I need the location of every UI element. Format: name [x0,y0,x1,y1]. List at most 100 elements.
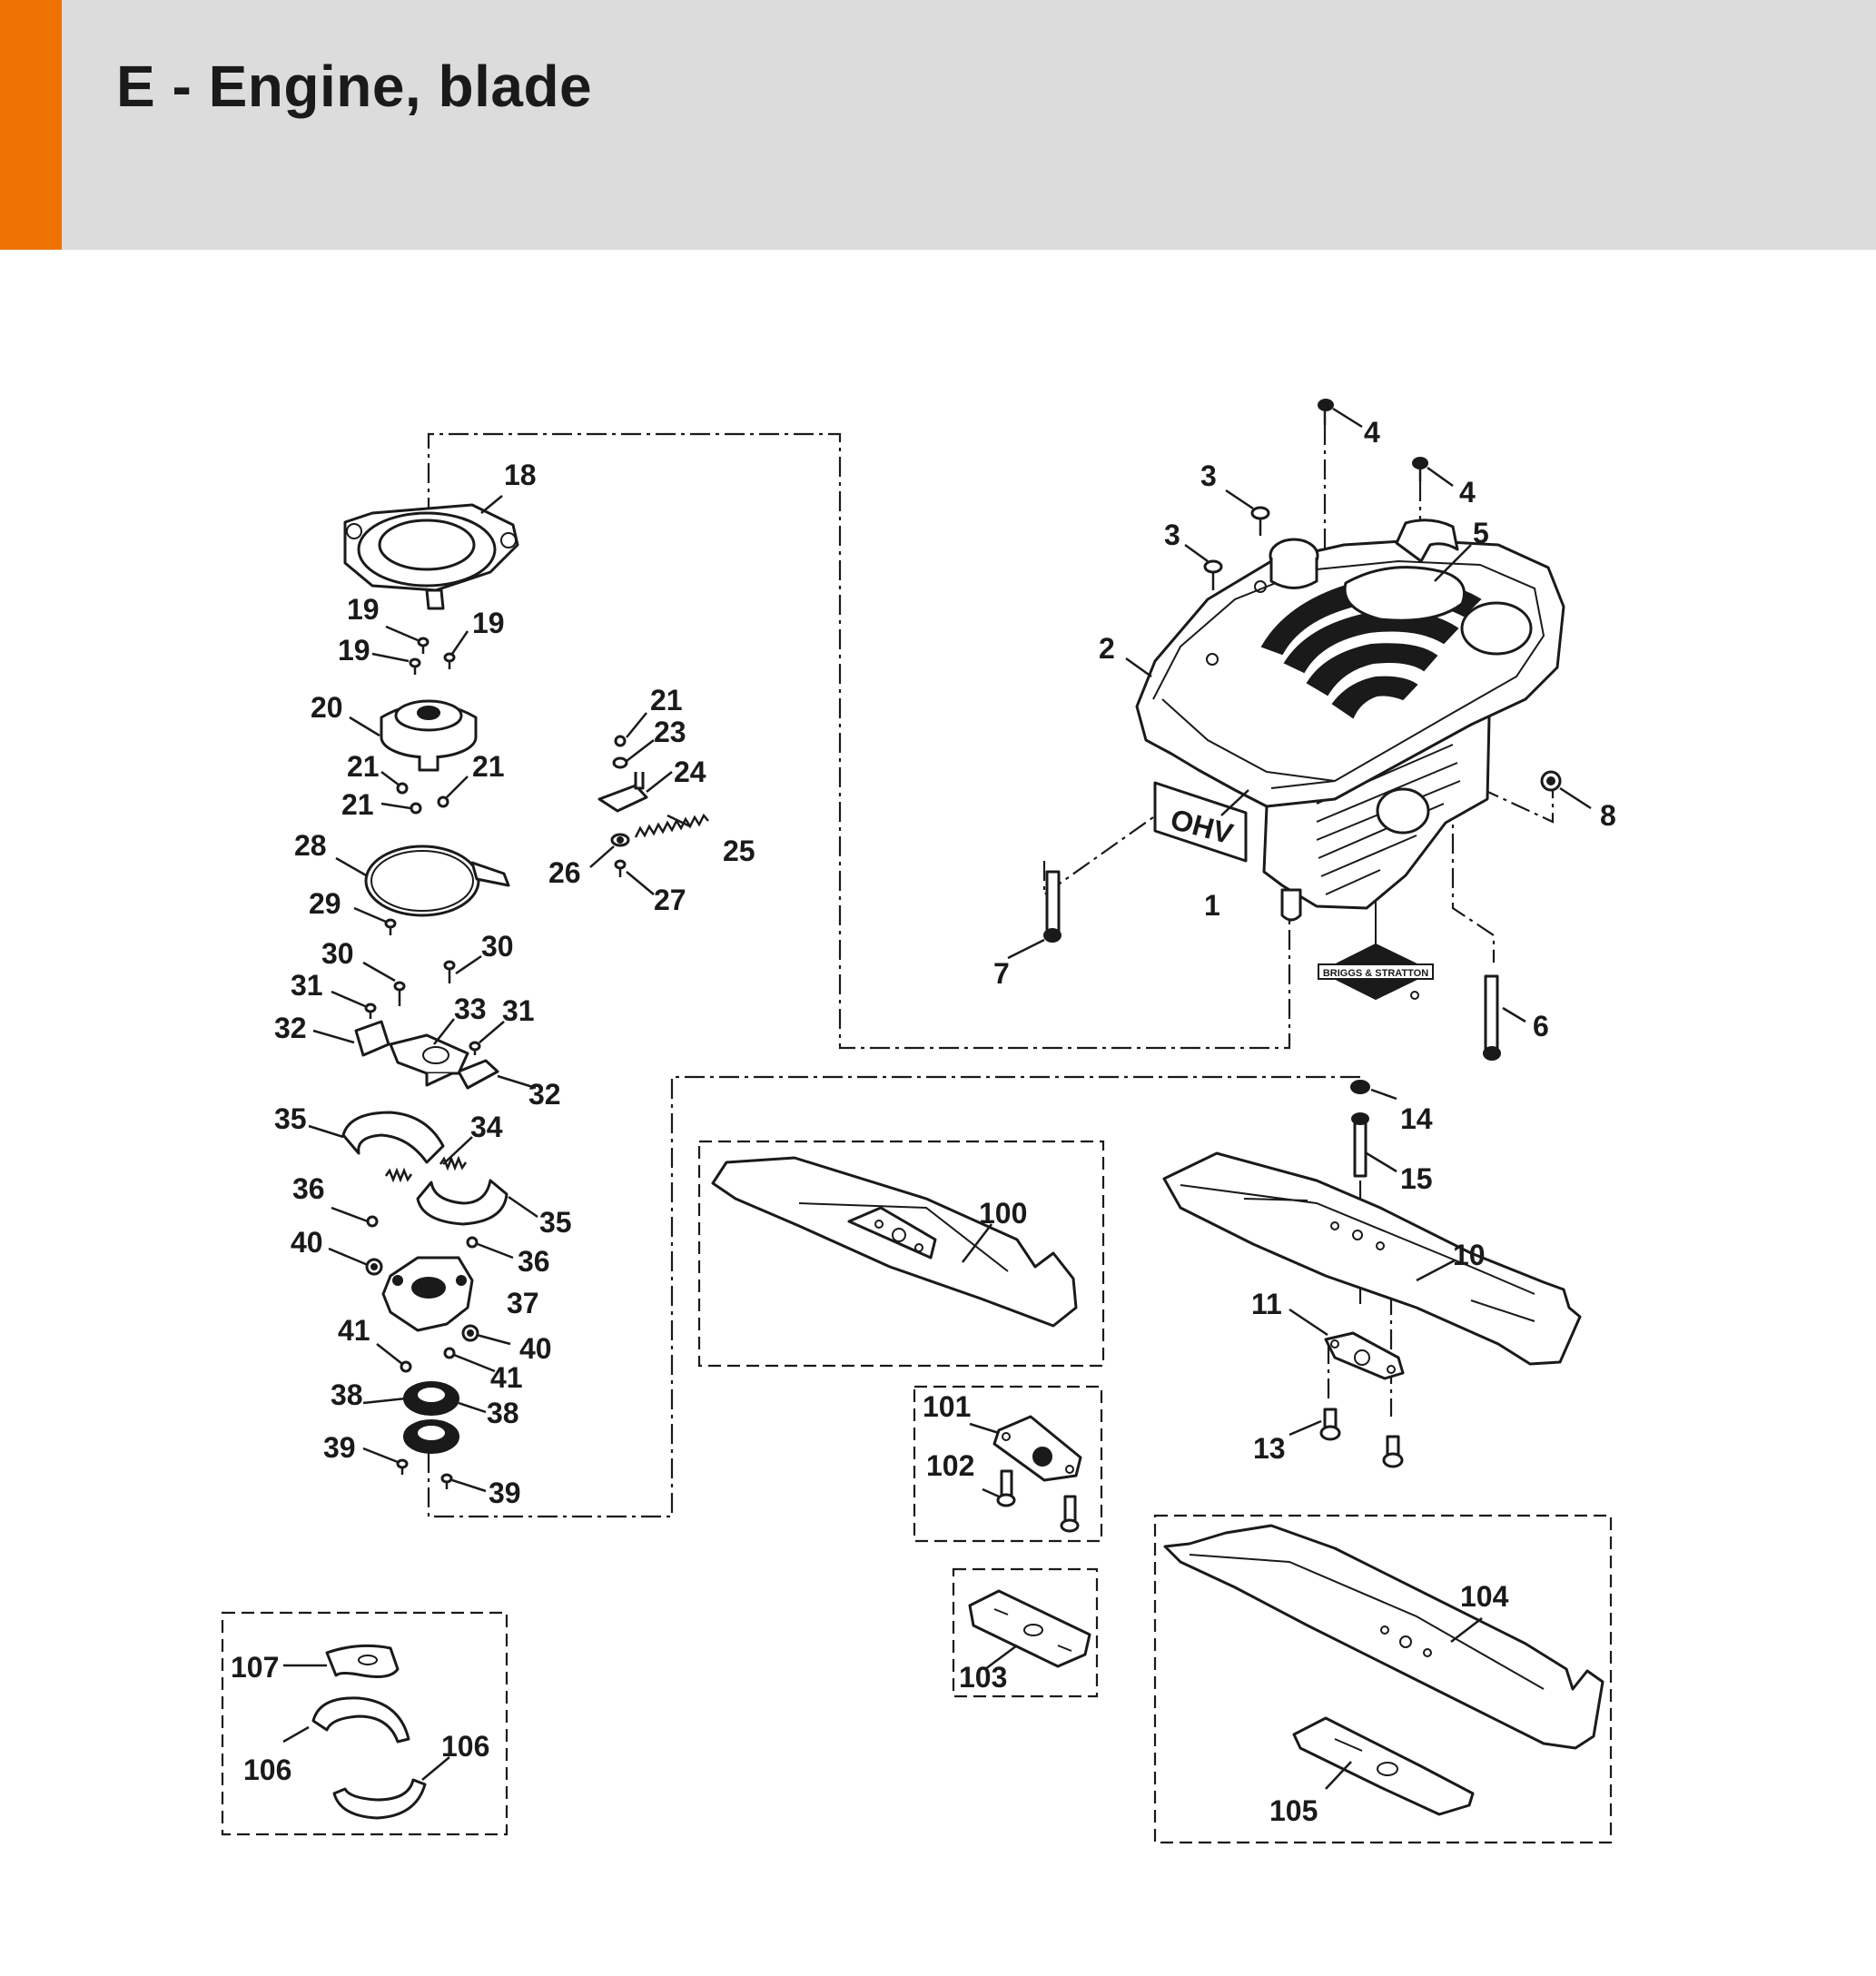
callout-41-a: 41 [338,1314,370,1347]
callout-31-b: 31 [502,994,535,1027]
header-accent-stripe [0,0,62,250]
spring-25 [634,813,709,838]
callout-21-a: 21 [347,750,380,783]
oil-filler-neck [1269,558,1318,589]
callout-3-b: 3 [1164,519,1180,551]
blade-adapter-101 [992,1415,1082,1482]
bearing-38-b [403,1419,459,1454]
nut-40-a [365,1258,383,1276]
engine-side-boss [1376,787,1430,835]
callout-41-b: 41 [490,1361,523,1394]
blade-10 [1162,1151,1582,1366]
screw-3-a [1250,506,1270,536]
callout-33: 33 [454,993,487,1025]
callout-15: 15 [1400,1162,1433,1195]
callout-7: 7 [993,957,1010,990]
starter-cover [1343,566,1466,622]
callout-24: 24 [674,756,706,788]
callout-10: 10 [1453,1239,1486,1271]
brake-shoe-106-a [311,1696,410,1744]
header-bar: E - Engine, blade [0,0,1876,250]
briggs-stratton-logo: BRIGGS & STRATTON [1318,943,1435,1001]
screw-3-b [1203,559,1223,590]
callout-27: 27 [654,884,686,916]
screw-19-a [417,637,430,654]
bolt-102-a [996,1469,1016,1507]
callout-6: 6 [1533,1010,1549,1042]
bolt-6 [1483,974,1501,1061]
blade-100 [711,1156,1078,1328]
assembly-line-bolt-6 [1451,799,1496,963]
callout-39-b: 39 [489,1477,521,1509]
callout-37: 37 [507,1287,539,1319]
bolt-13-b [1382,1435,1404,1468]
callout-5: 5 [1473,517,1489,549]
plate-107 [325,1644,400,1678]
spring-34-a [384,1167,413,1183]
callout-30-a: 30 [321,937,354,970]
engine-assembly: OHV [1135,519,1565,922]
bearing-38-a [403,1381,459,1416]
bolt-15 [1351,1112,1369,1178]
callout-35-a: 35 [274,1102,307,1135]
washer-26 [610,833,630,847]
leader-lines [282,407,1592,1790]
brake-block-32-a [354,1020,390,1057]
engine-shroud-inner [1152,559,1545,789]
callout-32-b: 32 [528,1078,561,1111]
callout-106-a: 106 [243,1754,291,1786]
ball-21-a [396,782,409,795]
ohv-plate [1153,781,1248,863]
brake-block-32-b [457,1059,499,1090]
screw-30-a [393,981,406,1006]
starter-handle [1395,519,1459,563]
callout-34: 34 [470,1111,503,1143]
group-box-103 [952,1567,1099,1698]
brake-shoe-106-b [332,1778,427,1820]
callout-2: 2 [1099,632,1115,665]
engine-logo-text: BRIGGS & STRATTON [1323,968,1428,979]
ball-21-c [410,802,422,815]
shroud-screw-hole-a [1206,653,1219,666]
ball-21-b [437,795,449,808]
callout-20: 20 [311,691,343,724]
plate-33 [389,1033,469,1087]
plate-105 [1292,1716,1475,1816]
callout-35-b: 35 [539,1206,572,1239]
air-filter-cap [1460,601,1533,656]
callout-11: 11 [1251,1288,1282,1320]
bolt-13-a [1319,1408,1341,1441]
spring-34-b [439,1155,468,1171]
callout-8: 8 [1600,799,1616,832]
callout-38-a: 38 [331,1378,363,1411]
group-box-104-105 [1153,1514,1613,1844]
band-28 [364,845,510,917]
callout-103: 103 [959,1661,1007,1694]
bolt-102-b [1060,1495,1080,1533]
callout-26: 26 [548,856,581,889]
callout-107: 107 [231,1651,279,1684]
callout-19-b: 19 [472,607,505,639]
screw-19-c [409,657,421,675]
callout-3-a: 3 [1200,459,1217,492]
screw-30-b [443,960,456,983]
callout-19-c: 19 [338,634,370,667]
shroud-screw-hole-b [1254,580,1267,593]
callout-39-a: 39 [323,1431,356,1464]
callout-18: 18 [504,459,537,491]
callout-106-b: 106 [441,1730,489,1763]
clutch-hub-20 [380,699,478,772]
callout-1: 1 [1204,889,1220,922]
bolt-7 [1043,870,1061,943]
brake-shoe-35-a [341,1111,445,1164]
callout-21-b: 21 [472,750,505,783]
bolt-4-b [1412,457,1428,481]
callout-40-a: 40 [291,1226,323,1259]
assembly-line-clutch-engine [427,432,1291,1050]
page-title: E - Engine, blade [116,54,593,119]
callout-32-a: 32 [274,1012,307,1044]
callout-38-b: 38 [487,1397,519,1429]
nut-40-b [461,1324,479,1342]
callout-25: 25 [723,835,755,867]
ball-36-a [366,1215,379,1228]
